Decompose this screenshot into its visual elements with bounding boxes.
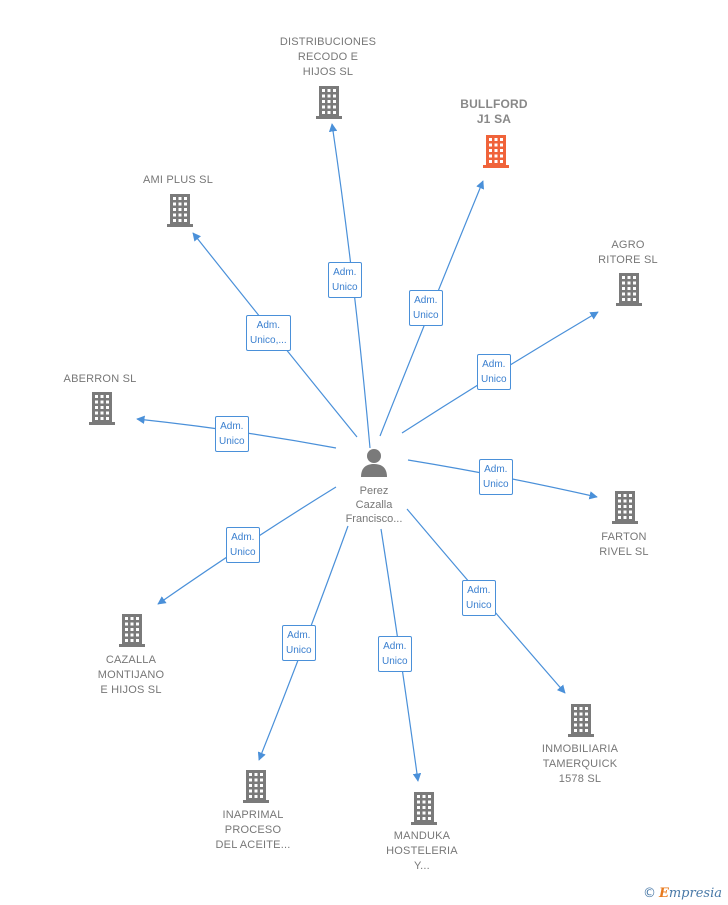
company-name-agro[interactable]: AGRO RITORE SL xyxy=(598,239,658,266)
company-building-icon-distribuciones[interactable] xyxy=(313,84,345,120)
empresia-logo: ©Empresia xyxy=(643,886,722,901)
company-building-icon-cazalla[interactable] xyxy=(116,612,148,648)
edge-label-cazalla[interactable]: Adm. Unico xyxy=(226,527,260,563)
company-name-inmobiliaria[interactable]: INMOBILIARIA TAMERQUICK 1578 SL xyxy=(541,743,619,785)
company-name-bullford[interactable]: BULLFORD J1 SA xyxy=(460,97,528,126)
edge-label-bullford[interactable]: Adm. Unico xyxy=(409,290,443,326)
edge-label-agro[interactable]: Adm. Unico xyxy=(477,354,511,390)
company-building-icon-inmobiliaria[interactable] xyxy=(565,702,597,738)
company-name-farton[interactable]: FARTON RIVEL SL xyxy=(599,531,649,558)
copyright-icon: © xyxy=(642,886,656,901)
edge-label-inmobiliaria[interactable]: Adm. Unico xyxy=(462,580,496,616)
edge-label-amiplus[interactable]: Adm. Unico,... xyxy=(246,315,291,351)
edge-label-distribuciones[interactable]: Adm. Unico xyxy=(328,262,362,298)
company-name-amiplus[interactable]: AMI PLUS SL xyxy=(142,174,214,186)
edge-label-farton[interactable]: Adm. Unico xyxy=(479,459,513,495)
company-name-distribuciones[interactable]: DISTRIBUCIONES RECODO E HIJOS SL xyxy=(279,36,377,78)
company-building-icon-agro[interactable] xyxy=(613,271,645,307)
person-icon[interactable] xyxy=(357,447,391,477)
edge-label-aberron[interactable]: Adm. Unico xyxy=(215,416,249,452)
company-building-icon-amiplus[interactable] xyxy=(164,192,196,228)
edge-label-inaprimal[interactable]: Adm. Unico xyxy=(282,625,316,661)
company-building-icon-manduka[interactable] xyxy=(408,790,440,826)
company-name-aberron[interactable]: ABERRON SL xyxy=(63,373,137,385)
company-building-icon-farton[interactable] xyxy=(609,489,641,525)
company-building-icon-aberron[interactable] xyxy=(86,390,118,426)
company-building-icon-inaprimal[interactable] xyxy=(240,768,272,804)
company-name-inaprimal[interactable]: INAPRIMAL PROCESO DEL ACEITE... xyxy=(215,809,291,851)
edge-label-manduka[interactable]: Adm. Unico xyxy=(378,636,412,672)
brand-initial: E xyxy=(658,886,669,901)
company-name-manduka[interactable]: MANDUKA HOSTELERIA Y... xyxy=(386,830,458,872)
person-name[interactable]: Perez Cazalla Francisco... xyxy=(345,485,403,525)
company-name-cazalla[interactable]: CAZALLA MONTIJANO E HIJOS SL xyxy=(97,654,165,696)
company-building-icon-bullford[interactable] xyxy=(480,133,512,169)
brand-name: mpresia xyxy=(668,886,722,901)
